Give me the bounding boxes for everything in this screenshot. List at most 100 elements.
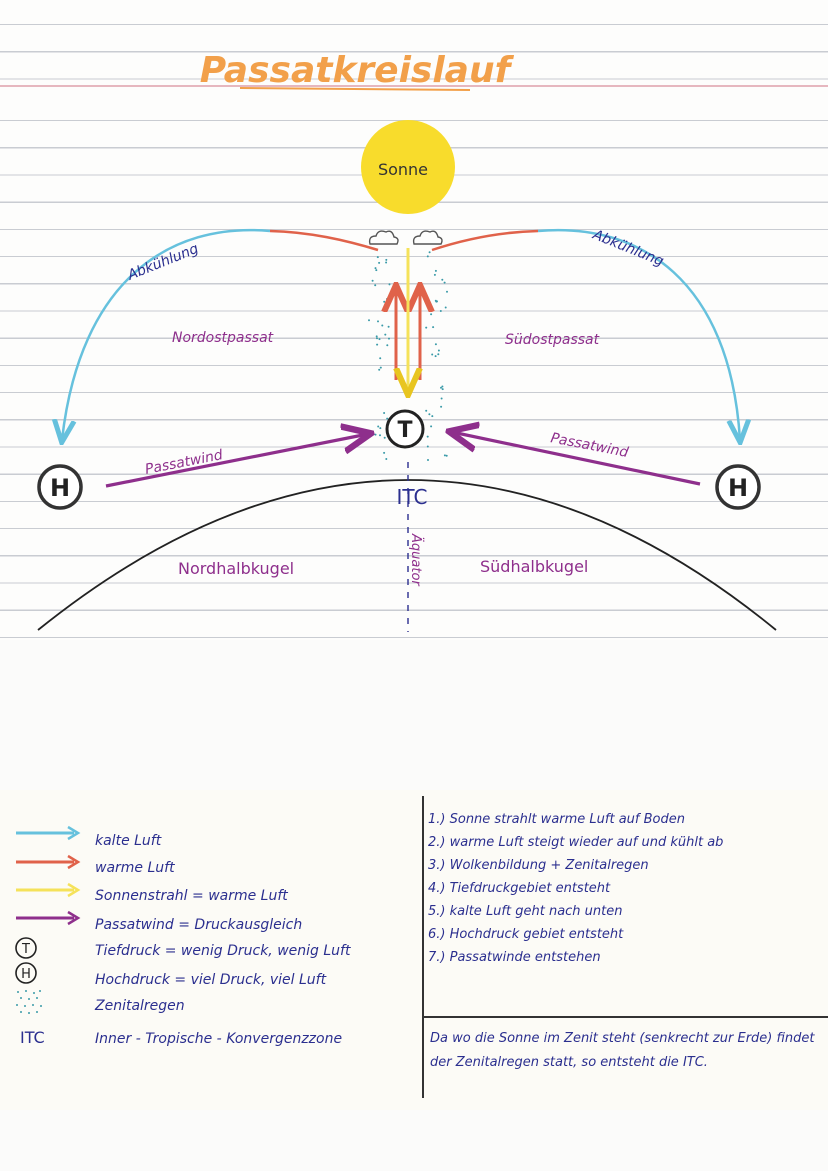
rain-dot (387, 325, 390, 328)
cold-air-arc-right (537, 228, 740, 440)
ne-trade-label: Nordostpassat (172, 330, 274, 346)
rain-dot (385, 258, 388, 261)
high-pressure-icon: H (15, 962, 37, 984)
legend-label: Passatwind = Druckausgleich (95, 917, 303, 933)
step-item: 5.) kalte Luft geht nach unten (428, 904, 623, 919)
rain-dot (383, 436, 386, 439)
step-item: 3.) Wolkenbildung + Zenitalregen (428, 858, 649, 873)
low-pressure-symbol: T (21, 942, 30, 957)
rain-dot (444, 306, 447, 309)
rain-dot (430, 313, 433, 316)
north-hemisphere-label: Nordhalbkugel (178, 559, 294, 578)
title-underline (239, 87, 471, 91)
rain-dot (426, 435, 429, 438)
itc-symbol: ITC (20, 1028, 45, 1047)
rain-dot (425, 326, 428, 329)
paper-bottom (0, 790, 828, 1110)
rain-dot (434, 269, 437, 272)
south-hemisphere-label: Südhalbkugel (480, 557, 588, 576)
lined-paper-top (0, 0, 828, 640)
cloud-icon (368, 230, 399, 245)
rain-dot (435, 300, 438, 303)
margin-line (0, 85, 828, 87)
warm-air-arc-right (431, 229, 539, 252)
rain-dot (437, 349, 440, 352)
rain-dot (443, 454, 446, 457)
rain-dot (426, 255, 429, 258)
diagram-title: Passatkreislauf (200, 50, 515, 91)
warm-air-arc-left (269, 229, 379, 252)
legend-label: Tiefdruck = wenig Druck, wenig Luft (95, 943, 351, 959)
rain-dot (383, 412, 386, 414)
itc-note: Da wo die Sonne im Zenit steht (senkrech… (430, 1031, 815, 1070)
rain-dot (432, 326, 435, 329)
legend-label: warme Luft (95, 860, 175, 876)
rain-dot (431, 415, 434, 418)
cold-air-arrow-icon (16, 825, 81, 841)
rain-dot (443, 281, 446, 284)
legend-label: Hochdruck = viel Druck, viel Luft (95, 972, 327, 988)
trade-wind-arrow-left (105, 434, 368, 488)
rain-dot (426, 445, 429, 448)
rain-dot (379, 434, 381, 437)
rain-dot (375, 269, 378, 272)
itc-label: ITC (397, 485, 428, 509)
rain-dot (381, 324, 384, 327)
sun-icon (361, 120, 455, 214)
step-item: 4.) Tiefdruckgebiet entsteht (428, 881, 611, 896)
rain-dot (433, 273, 436, 276)
legend-label: Zenitalregen (95, 998, 185, 1014)
step-item: 1.) Sonne strahlt warme Luft auf Boden (428, 812, 685, 827)
high-pressure-symbol: H (21, 967, 31, 982)
rain-dot (378, 368, 381, 371)
rain-dot (377, 425, 380, 428)
rain-dot (427, 459, 429, 461)
rain-dot (441, 388, 444, 391)
rain-dot (441, 278, 444, 281)
itc-text-icon: ITC (20, 1028, 45, 1047)
legend-label: kalte Luft (95, 833, 162, 849)
step-item: 7.) Passatwinde entstehen (428, 950, 601, 965)
rain-dot (385, 261, 388, 264)
rain-dot (440, 386, 442, 389)
rain-dot (430, 425, 433, 428)
low-pressure-icon: T (15, 937, 37, 959)
rain-dot (376, 337, 378, 340)
sun-label: Sonne (378, 160, 428, 179)
low-pressure-symbol: T (397, 418, 412, 443)
rain-dot (383, 451, 386, 454)
rain-dot (441, 385, 444, 388)
high-pressure-icon-left (37, 464, 83, 510)
column-divider (422, 796, 424, 1098)
rain-dot (445, 454, 448, 457)
rain-dot (428, 413, 431, 416)
trade-wind-arrow-right (452, 432, 701, 486)
high-pressure-icon-right (715, 464, 761, 510)
rain-dot (440, 405, 443, 408)
step-item: 6.) Hochdruck gebiet entsteht (428, 927, 624, 942)
trade-wind-arrow-icon (16, 910, 81, 926)
rain-dot (388, 337, 390, 340)
rain-dot (378, 261, 381, 264)
trade-wind-diagram: Passatkreislauf Sonne T H H Abkühlung Ab… (37, 50, 777, 632)
process-steps: 1.) Sonne strahlt warme Luft auf Boden 2… (428, 808, 818, 969)
rain-dot (437, 353, 440, 356)
rain-dot (431, 353, 434, 356)
rain-dot (439, 310, 442, 312)
low-pressure-icon (385, 409, 425, 449)
cloud-icon-2 (412, 230, 443, 245)
rain-dot (376, 256, 379, 259)
rain-dot (379, 357, 382, 360)
rain-dot (379, 366, 382, 369)
rain-dot (385, 458, 388, 460)
cold-air-arc-left (62, 228, 271, 440)
rain-dot (386, 344, 389, 347)
high-pressure-symbol-left: H (50, 474, 70, 502)
sunbeam-arrow-icon (16, 882, 81, 898)
rain-dot (440, 397, 443, 400)
row-divider (424, 1016, 828, 1018)
legend-label: Sonnenstrahl = warme Luft (95, 888, 288, 904)
rain-dot (379, 427, 382, 430)
rain-dot (384, 333, 387, 336)
step-item: 2.) warme Luft steigt wieder auf und küh… (428, 835, 724, 850)
